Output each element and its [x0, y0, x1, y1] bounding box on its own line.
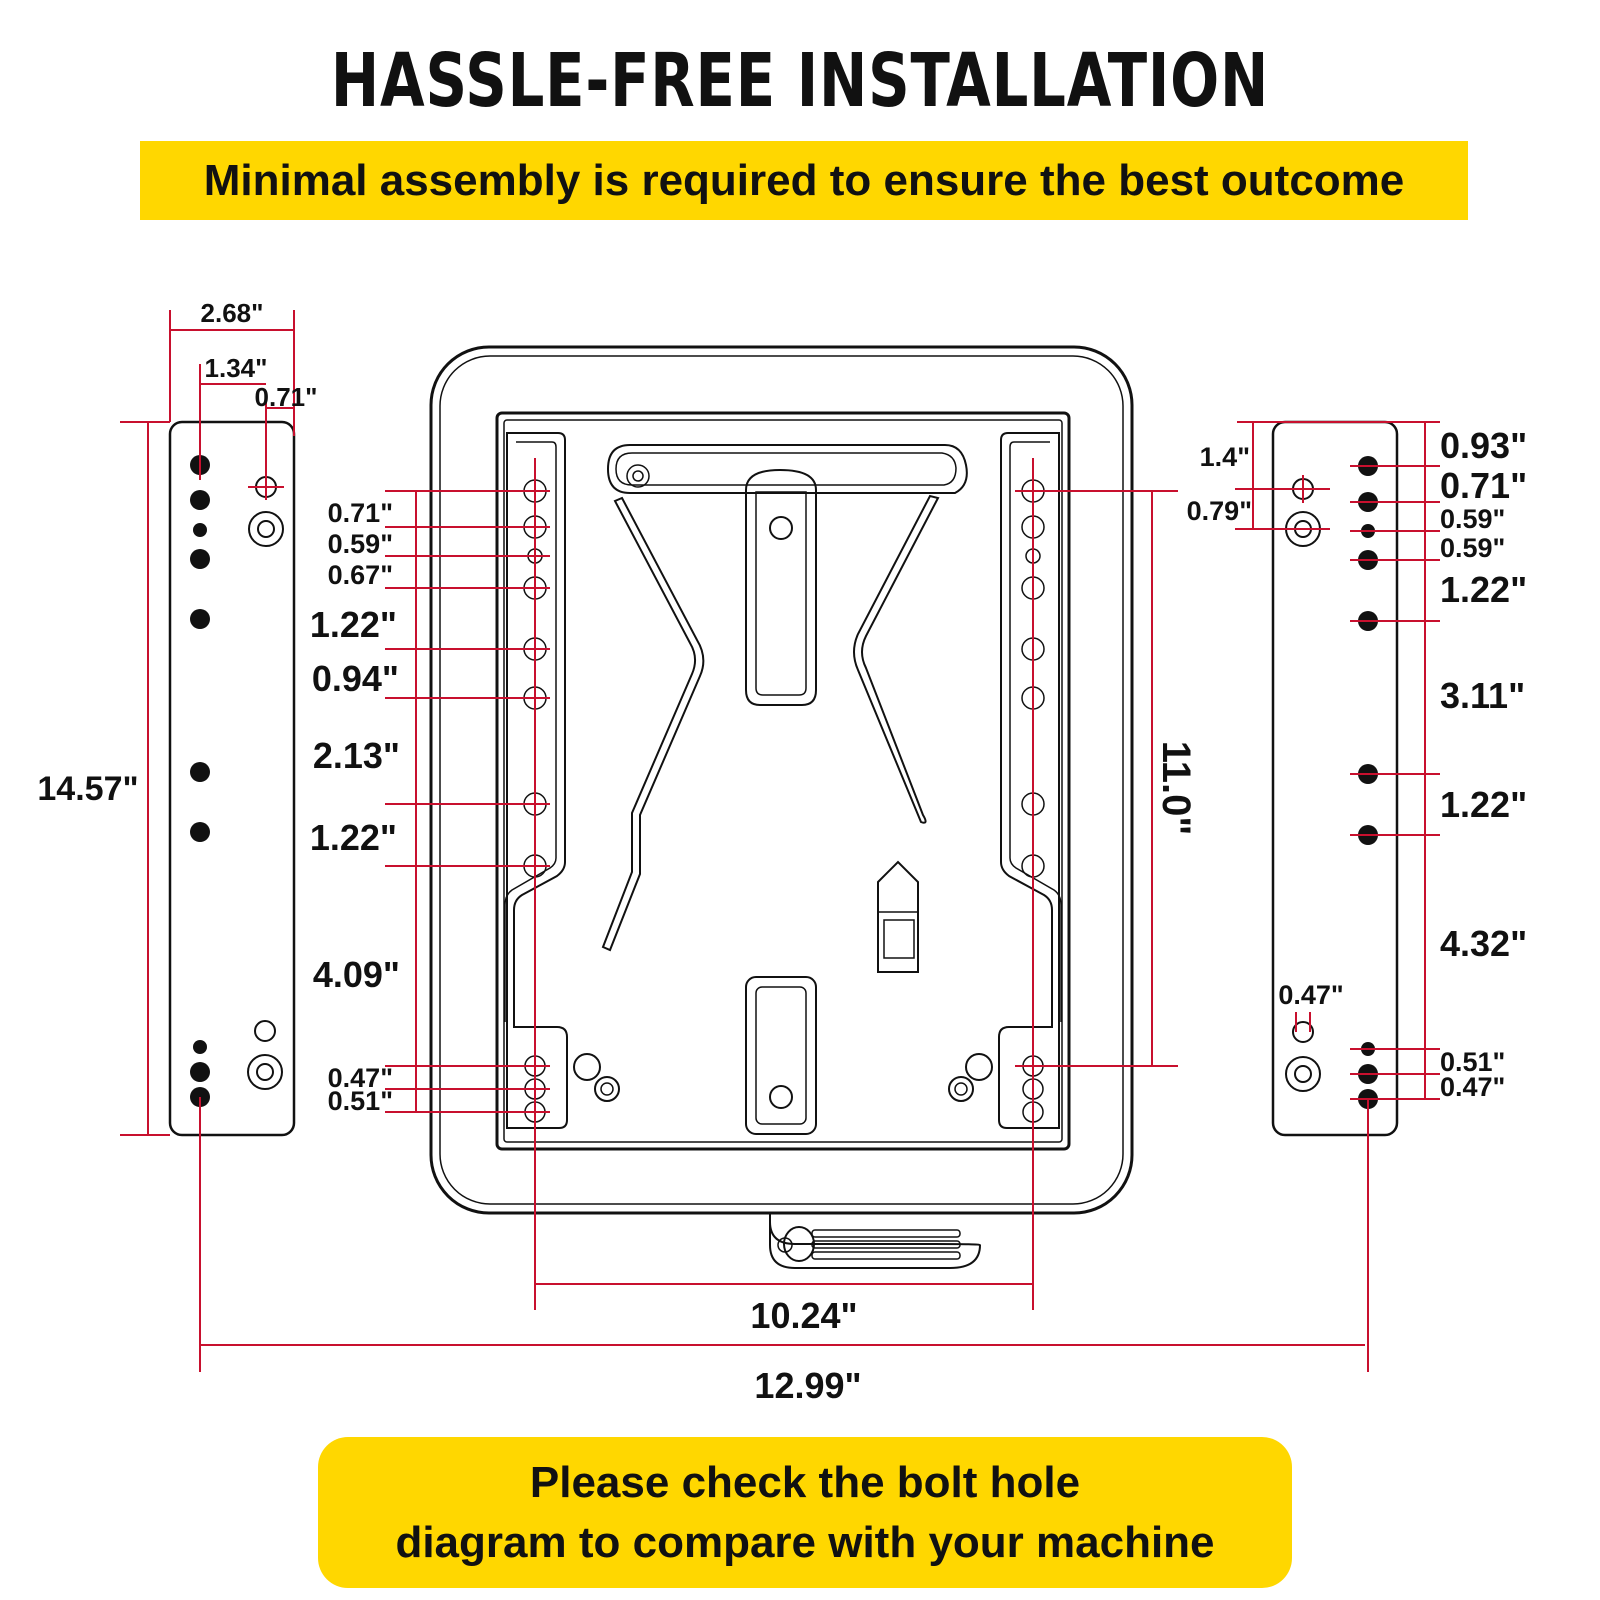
- bolt-hole: [190, 822, 210, 842]
- seat-spacing-label: 0.67": [328, 560, 393, 590]
- right-spring-wire: [853, 494, 940, 824]
- center-slot-bottom: [745, 976, 817, 1135]
- subtitle-text: Minimal assembly is required to ensure t…: [203, 155, 1405, 205]
- seat-pan-inner: [503, 419, 1063, 1143]
- right-rail-spacing-label: 1.22": [1440, 784, 1527, 825]
- footer-banner: Please check the bolt hole diagram to co…: [318, 1437, 1292, 1588]
- right-rail-spacing-label: 0.59": [1440, 533, 1505, 563]
- right-rail-side-label: 0.79": [1187, 496, 1252, 526]
- mount-washer-inner: [257, 520, 275, 538]
- right-rail-spacing-label: 3.11": [1440, 675, 1525, 716]
- release-latch-box: [883, 919, 915, 959]
- top-bar: [606, 444, 968, 494]
- slide-lever: [769, 1213, 982, 1269]
- seat-spacing-label: 0.94": [312, 658, 399, 699]
- right-rail: 1.4" 0.79" 0.47" 0.93" 0.71" 0.59" 0.59"…: [1187, 420, 1527, 1372]
- release-latch: [877, 860, 919, 973]
- bolt-hole: [193, 523, 207, 537]
- right-rail-spacing-label: 1.22": [1440, 569, 1527, 610]
- subtitle-banner: Minimal assembly is required to ensure t…: [140, 141, 1468, 220]
- left-slide-rail: [506, 432, 568, 1129]
- left-rail-width-label: 2.68": [201, 298, 264, 328]
- left-rail-offset-label: 0.71": [255, 382, 318, 412]
- seat-spacing-label: 2.13": [313, 735, 400, 776]
- bolt-hole: [190, 1062, 210, 1082]
- seat-inner-width-label: 10.24": [750, 1295, 857, 1336]
- center-slot-bottom-inner: [755, 986, 807, 1125]
- footer-line-1: Please check the bolt hole: [529, 1457, 1081, 1507]
- right-rail-side-label: 1.4": [1200, 442, 1250, 472]
- mount-washer: [247, 1054, 283, 1090]
- seat-spacing-label: 1.22": [310, 604, 397, 645]
- mount-washer: [248, 511, 284, 547]
- seat-spacing-label: 4.09": [313, 954, 400, 995]
- bolt-hole: [190, 549, 210, 569]
- bolt-hole: [190, 490, 210, 510]
- right-rail-dimension-lines: [1235, 421, 1440, 1372]
- seat-pan: [495, 411, 1071, 1151]
- seat-outer-width-label: 12.99": [754, 1365, 861, 1406]
- center-slot-top: [745, 468, 817, 706]
- top-bar-inner: [615, 452, 957, 486]
- bolt-hole: [190, 762, 210, 782]
- left-slide-rail-inner: [504, 441, 557, 1022]
- left-rail-height-label: 14.57": [37, 770, 138, 808]
- seat-spacing-label: 1.22": [310, 817, 397, 858]
- left-spring-wire: [601, 496, 705, 952]
- center-slot-top-inner: [755, 491, 807, 696]
- seat-frame-inner: [439, 355, 1124, 1205]
- adjust-knob: [573, 1053, 601, 1081]
- left-rail-half-width-label: 1.34": [205, 353, 268, 383]
- right-rail-spacing-label: 0.51": [1440, 1047, 1505, 1077]
- right-slide-rail-inner: [1009, 441, 1062, 1022]
- seat-spacing-label: 0.59": [328, 529, 393, 559]
- adjust-knob: [594, 1076, 620, 1102]
- seat-height-label: 11.0": [1154, 741, 1198, 836]
- adjust-knob: [948, 1076, 974, 1102]
- mount-hole: [254, 1020, 276, 1042]
- seat-spacing-label: 0.71": [328, 498, 393, 528]
- left-rail-dimension-lines: [120, 310, 295, 1372]
- seat-base: [429, 345, 1134, 1269]
- seat-frame-outer: [429, 345, 1134, 1215]
- footer-line-2: diagram to compare with your machine: [395, 1517, 1215, 1567]
- bolt-hole: [193, 1040, 207, 1054]
- adjust-knob: [965, 1053, 993, 1081]
- mount-washer-inner: [256, 1063, 274, 1081]
- left-rail: 2.68" 1.34" 0.71" 14.57": [37, 298, 317, 1372]
- bolt-hole: [190, 609, 210, 629]
- right-rail-spacing-label: 0.71": [1440, 465, 1527, 506]
- seat-dimension-lines: [200, 458, 1365, 1346]
- seat-spacing-label: 0.47": [328, 1063, 393, 1093]
- left-rail-holes: [190, 455, 210, 1107]
- right-rail-spacing-label: 0.59": [1440, 504, 1505, 534]
- right-rail-spacing-label: 0.93": [1440, 425, 1527, 466]
- top-bar-pivot-inner: [632, 470, 644, 482]
- adjust-knob-inner: [600, 1082, 614, 1096]
- top-bar-pivot: [626, 464, 650, 488]
- left-rail-plate: [168, 420, 296, 1137]
- right-rail-side-label: 0.47": [1278, 980, 1343, 1010]
- page-title: HASSLE-FREE INSTALLATION: [330, 38, 1270, 124]
- center-slot-hole: [769, 516, 793, 540]
- right-rail-spacing-label: 4.32": [1440, 923, 1527, 964]
- seat-spacing-label: 0.51": [328, 1086, 393, 1116]
- center-slot-hole: [769, 1085, 793, 1109]
- right-slide-rail: [998, 432, 1060, 1129]
- adjust-knob-inner: [954, 1082, 968, 1096]
- right-rail-spacing-label: 0.47": [1440, 1072, 1505, 1102]
